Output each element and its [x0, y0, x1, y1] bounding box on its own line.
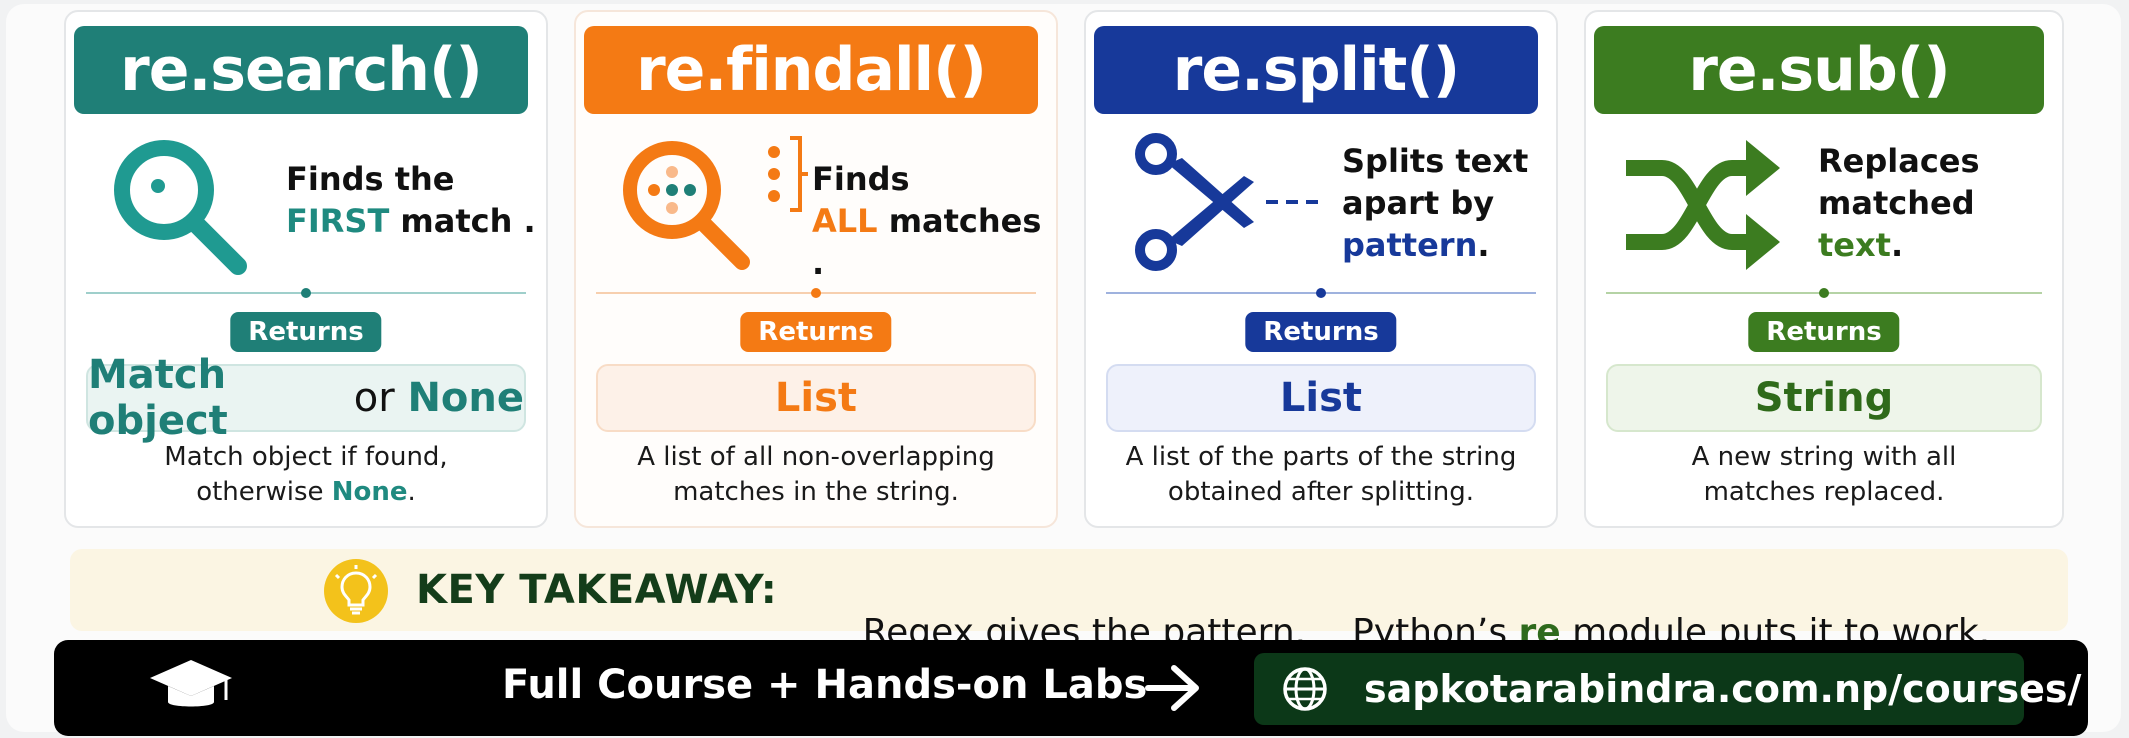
- card-title: re.split(): [1094, 26, 1538, 114]
- returns-badge: Returns: [740, 312, 892, 352]
- note-line1: A list of all non-overlapping: [637, 442, 995, 472]
- shuffle-icon: [1622, 132, 1782, 282]
- return-type-mid: or: [341, 375, 408, 421]
- note-line2: obtained after splitting.: [1167, 477, 1475, 507]
- divider-dot: [1316, 288, 1326, 298]
- desc-line3: pattern.: [1342, 224, 1528, 266]
- course-footer: Full Course + Hands-on Labs sapkotarabin…: [54, 640, 2088, 736]
- card-divider: [1606, 288, 2042, 298]
- note-line2-pre: otherwise: [196, 477, 332, 507]
- desc-highlight: FIRST: [286, 202, 390, 240]
- desc-line1: Replaces: [1818, 142, 1980, 180]
- return-type-box: List: [1106, 364, 1536, 432]
- return-type-box: Match object or None: [86, 352, 526, 444]
- card-re-split: re.split() Splits text apart by pattern.…: [1084, 10, 1558, 528]
- desc-after: match .: [389, 202, 536, 240]
- return-type-b: None: [407, 375, 524, 421]
- magnifier-multi-icon: [614, 132, 814, 282]
- card-description: Splits text apart by pattern.: [1342, 140, 1528, 266]
- desc-line1: Splits text: [1342, 142, 1529, 180]
- desc-highlight: pattern: [1342, 226, 1478, 264]
- returns-badge: Returns: [1245, 312, 1397, 352]
- divider-dot: [1819, 288, 1829, 298]
- desc-after: .: [1477, 226, 1490, 264]
- desc-line2: ALL matches .: [812, 200, 1056, 284]
- card-description: Finds ALL matches .: [812, 158, 1056, 284]
- note-line2: otherwise None.: [76, 475, 536, 510]
- scissors-icon: [1126, 132, 1326, 282]
- return-type-box: List: [596, 364, 1036, 432]
- note-line2-highlight: None: [331, 477, 408, 507]
- note-line2: matches replaced.: [1703, 477, 1945, 507]
- returns-badge: Returns: [1748, 312, 1900, 352]
- desc-line1: Finds the: [286, 160, 455, 198]
- card-note: A list of the parts of the string obtain…: [1096, 440, 1546, 510]
- returns-badge: Returns: [230, 312, 382, 352]
- return-type-a: Match object: [88, 352, 228, 444]
- globe-icon: [1282, 666, 1328, 712]
- key-takeaway-banner: KEY TAKEAWAY: Regex gives the pattern.Py…: [70, 549, 2068, 653]
- note-line1: A list of the parts of the string: [1125, 442, 1517, 472]
- card-title: re.search(): [74, 26, 528, 114]
- course-link[interactable]: sapkotarabindra.com.np/courses/: [1254, 653, 2081, 725]
- desc-line1: Finds: [812, 160, 910, 198]
- card-note: A new string with all matches replaced.: [1596, 440, 2052, 510]
- card-divider: [1106, 288, 1536, 298]
- card-note: A list of all non-overlapping matches in…: [586, 440, 1046, 510]
- card-re-search: re.search() Finds the FIRST match . Retu…: [64, 10, 548, 528]
- course-url[interactable]: sapkotarabindra.com.np/courses/: [1364, 667, 2082, 711]
- note-line2-post: .: [407, 477, 416, 507]
- note-line1: A new string with all: [1691, 442, 1957, 472]
- magnifier-icon: [104, 132, 264, 282]
- graduation-cap-icon: [148, 658, 234, 718]
- card-title: re.findall(): [584, 26, 1038, 114]
- desc-line2: matched: [1818, 184, 1975, 222]
- divider-dot: [301, 288, 311, 298]
- takeaway-label: KEY TAKEAWAY:: [416, 567, 778, 613]
- return-type-box: String: [1606, 364, 2042, 432]
- lightbulb-icon: [324, 559, 388, 623]
- note-line2: matches in the string.: [673, 477, 959, 507]
- desc-highlight: ALL: [812, 202, 878, 240]
- card-description: Finds the FIRST match .: [286, 158, 536, 242]
- desc-highlight: text: [1818, 226, 1891, 264]
- arrow-right-icon: [1144, 662, 1204, 714]
- card-re-sub: re.sub() Replaces matched text. Returns …: [1584, 10, 2064, 528]
- desc-line2: FIRST match .: [286, 200, 536, 242]
- card-title: re.sub(): [1594, 26, 2044, 114]
- card-divider: [596, 288, 1036, 298]
- course-text: Full Course + Hands-on Labs: [502, 662, 1148, 708]
- card-divider: [86, 288, 526, 298]
- desc-after: .: [1890, 226, 1904, 264]
- desc-line3: text.: [1818, 224, 1980, 266]
- infographic-frame: re.search() Finds the FIRST match . Retu…: [6, 4, 2121, 736]
- note-line1: Match object if found,: [164, 442, 448, 472]
- divider-dot: [811, 288, 821, 298]
- card-note: Match object if found, otherwise None.: [76, 440, 536, 510]
- card-re-findall: re.findall() Finds ALL matches . Returns…: [574, 10, 1058, 528]
- desc-after: matches .: [812, 202, 1042, 282]
- desc-line2: apart by: [1342, 184, 1495, 222]
- card-description: Replaces matched text.: [1818, 140, 1980, 266]
